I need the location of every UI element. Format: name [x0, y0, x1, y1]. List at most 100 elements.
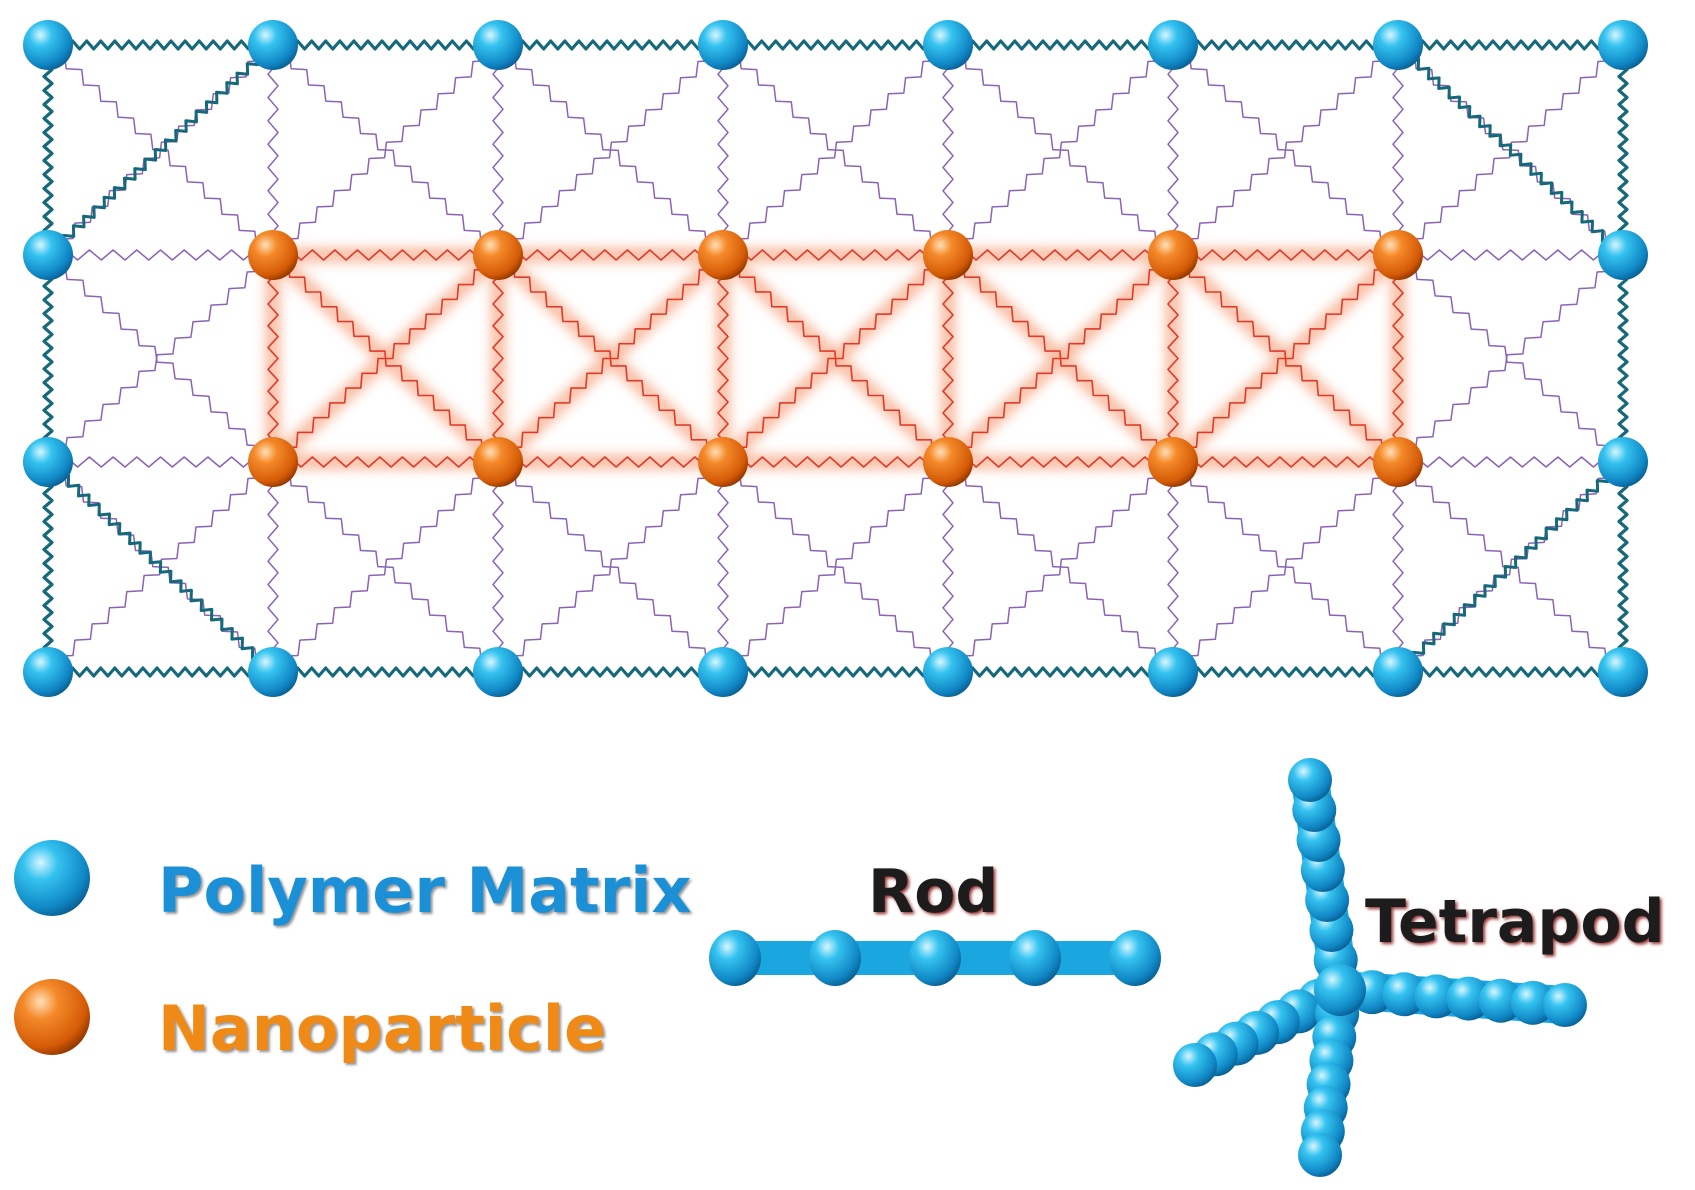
rod-bead — [709, 930, 761, 986]
nanoparticle-spring — [1173, 254, 1398, 463]
polymer-bead — [473, 647, 523, 697]
matrix-spring — [1392, 44, 1404, 256]
matrix-spring-layer — [47, 44, 1624, 673]
matrix-spring — [47, 249, 274, 261]
matrix-spring — [717, 461, 729, 673]
tetrapod-bead — [1288, 758, 1332, 802]
nanoparticle-spring — [497, 456, 724, 468]
matrix-spring — [1392, 461, 1404, 673]
boundary-spring — [721, 39, 950, 51]
boundary-spring — [496, 666, 725, 678]
nanoparticle-bead — [473, 230, 523, 280]
matrix-spring — [947, 44, 1174, 256]
nanoparticle-spring — [1392, 254, 1404, 463]
matrix-spring — [1167, 461, 1179, 673]
nanoparticle-spring — [947, 249, 1174, 261]
polymer-bead — [1598, 437, 1648, 487]
boundary-spring — [1171, 39, 1400, 51]
boundary-spring — [946, 666, 1175, 678]
nanoparticle-spring — [948, 254, 1173, 463]
matrix-spring — [722, 461, 949, 673]
boundary-spring — [1396, 39, 1625, 51]
boundary-spring — [46, 39, 275, 51]
legend-nanoparticle-label: Nanoparticle — [158, 992, 606, 1065]
tetrapod-bead — [1173, 1043, 1217, 1087]
matrix-spring — [497, 461, 724, 673]
tetrapod-bead — [1478, 978, 1523, 1023]
tetrapod-bead — [1382, 972, 1427, 1017]
matrix-spring — [1172, 461, 1399, 673]
matrix-spring — [267, 44, 279, 256]
nanoparticle-spring — [1172, 249, 1399, 261]
legend-polymer-bead-icon — [14, 840, 90, 916]
legend-polymer-label: Polymer Matrix — [158, 854, 692, 927]
matrix-spring — [1397, 254, 1624, 463]
legend-nanoparticle-bead-icon — [14, 979, 90, 1055]
matrix-spring — [47, 254, 274, 463]
boundary-spring — [42, 460, 54, 674]
boundary-spring — [42, 253, 54, 464]
matrix-spring — [497, 44, 724, 256]
legend: Polymer Matrix Nanoparticle — [14, 840, 692, 1065]
nanoparticle-spring — [272, 456, 499, 468]
polymer-bead — [23, 647, 73, 697]
nanoparticle-bead — [248, 437, 298, 487]
boundary-spring — [1396, 666, 1625, 678]
matrix-spring — [1167, 44, 1179, 256]
matrix-spring — [722, 44, 949, 256]
polymer-bead — [923, 647, 973, 697]
boundary-spring-layer — [42, 39, 1629, 678]
tetrapod-bead — [1414, 974, 1459, 1019]
boundary-spring — [42, 43, 54, 257]
nanoparticle-bead — [1373, 437, 1423, 487]
matrix-spring — [47, 254, 274, 463]
boundary-diagonal-spring — [1396, 44, 1625, 256]
nanoparticle-spring — [942, 254, 954, 463]
matrix-spring — [1397, 254, 1624, 463]
nanoparticle-spring — [723, 254, 948, 463]
rod-bead — [809, 930, 861, 986]
rod-label: Rod — [868, 857, 998, 927]
polymer-bead — [1373, 20, 1423, 70]
polymer-bead — [23, 20, 73, 70]
tetrapod-bead — [1510, 980, 1555, 1025]
nanoparticle-bead — [923, 230, 973, 280]
matrix-spring — [492, 461, 504, 673]
polymer-bead — [473, 20, 523, 70]
nanoparticle-spring — [947, 456, 1174, 468]
nanoparticle-spring — [722, 249, 949, 261]
nanoparticle-spring — [273, 254, 498, 463]
polymer-bead — [1598, 20, 1648, 70]
nanoparticle-spring — [1167, 254, 1179, 463]
matrix-spring — [1172, 44, 1399, 256]
polymer-bead — [248, 20, 298, 70]
polymer-bead — [698, 647, 748, 697]
matrix-spring — [272, 44, 499, 256]
polymer-bead — [1373, 647, 1423, 697]
boundary-spring — [1171, 666, 1400, 678]
nanoparticle-spring-layer — [267, 249, 1404, 468]
polymer-bead — [23, 230, 73, 280]
bead-layer — [23, 20, 1648, 697]
nanoparticle-bead — [1373, 230, 1423, 280]
nanoparticle-bead — [923, 437, 973, 487]
boundary-spring — [271, 666, 500, 678]
matrix-spring — [942, 44, 954, 256]
boundary-spring — [1617, 43, 1629, 257]
boundary-diagonal-spring — [47, 43, 274, 257]
matrix-spring — [1397, 456, 1624, 468]
matrix-spring — [492, 44, 504, 256]
boundary-spring — [1617, 460, 1629, 674]
matrix-spring — [1397, 249, 1624, 261]
rod-bead — [1109, 930, 1161, 986]
matrix-spring — [947, 461, 1174, 673]
nanoparticle-bead — [698, 230, 748, 280]
polymer-bead — [923, 20, 973, 70]
polymer-bead — [1598, 230, 1648, 280]
tetrapod-shape — [1173, 758, 1587, 1177]
nanoparticle-bead — [473, 437, 523, 487]
boundary-diagonal-spring — [1397, 460, 1624, 674]
polymer-bead — [698, 20, 748, 70]
nanoparticle-spring — [492, 254, 504, 463]
